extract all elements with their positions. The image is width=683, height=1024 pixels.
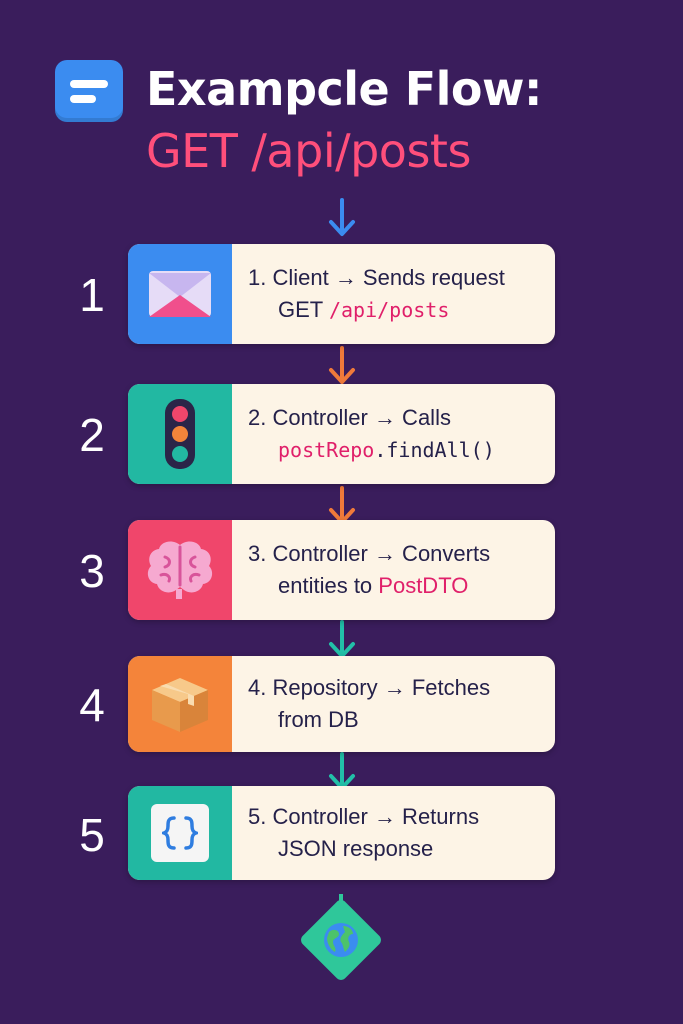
step-line: 3. Controller → Converts <box>248 541 491 566</box>
code-text: .findAll() <box>374 438 495 462</box>
step-number: 1 <box>79 269 105 321</box>
curly-braces-icon <box>128 786 232 880</box>
step-number: 5 <box>79 809 105 861</box>
flow-step-card: 4. Repository → Fetches from DB <box>128 656 555 752</box>
step-number: 2 <box>79 409 105 461</box>
package-box-icon <box>128 656 232 752</box>
step-line: 2. Controller → Calls <box>248 405 451 430</box>
step-number: 4 <box>79 679 105 731</box>
envelope-icon <box>128 244 232 344</box>
step-line: GET <box>278 297 329 322</box>
step-line: 5. Controller → Returns <box>248 804 480 829</box>
step-line: 1. Client → Sends request <box>248 265 505 290</box>
flow-step-card: 2. Controller → Calls postRepo.findAll() <box>128 384 555 484</box>
flow-step-card: 1. Client → Sends request GET /api/posts <box>128 244 555 344</box>
code-highlight: PostDTO <box>378 573 469 598</box>
code-highlight: postRepo <box>278 438 375 462</box>
down-arrow-icon <box>329 346 355 384</box>
flow-step-card: 3. Controller → Converts entities to Pos… <box>128 520 555 620</box>
flow-step-card: 5. Controller → Returns JSON response <box>128 786 555 880</box>
traffic-light-icon <box>128 384 232 484</box>
brain-icon <box>128 520 232 620</box>
page-title: Exampcle Flow: <box>146 62 542 116</box>
page-subtitle: GET /api/posts <box>146 124 471 178</box>
code-highlight: /api/posts <box>328 298 450 322</box>
step-line: 4. Repository → Fetches <box>248 675 491 700</box>
document-lines-icon <box>55 60 123 122</box>
step-line: from DB <box>278 707 359 732</box>
globe-icon <box>301 894 381 980</box>
step-line: entities to <box>278 573 379 598</box>
down-arrow-icon <box>329 198 355 236</box>
down-arrow-icon <box>329 620 355 658</box>
step-number: 3 <box>79 545 105 597</box>
step-line: JSON response <box>278 836 434 861</box>
